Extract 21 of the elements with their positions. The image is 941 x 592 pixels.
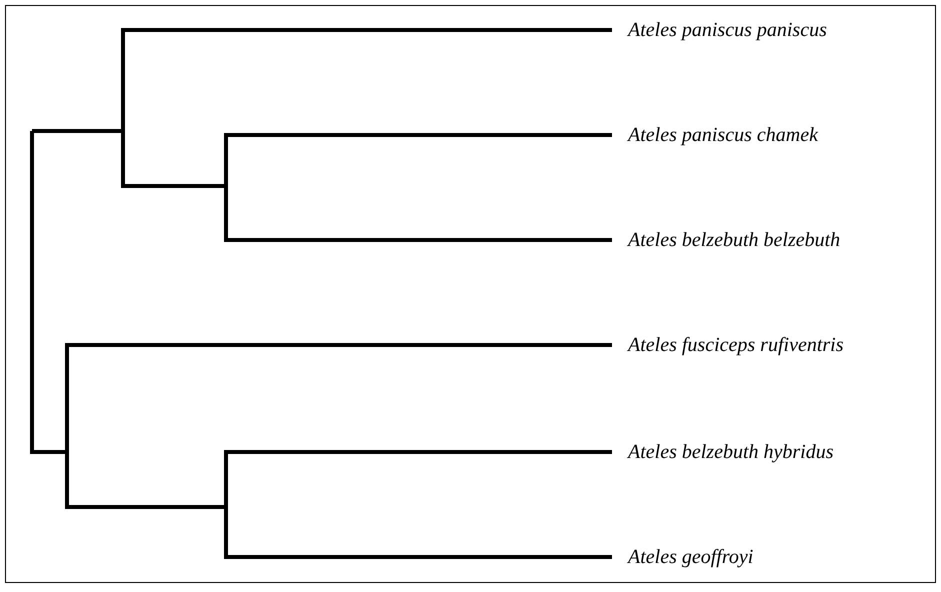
species-name: Ateles paniscus paniscus [612,16,827,44]
branch-line [67,505,224,509]
branch-line [226,133,612,137]
branch-line [123,184,224,188]
branch-line [123,28,612,32]
clade-bar [65,343,69,509]
branch-line [32,450,65,454]
branch-line [226,450,612,454]
species-name: Ateles paniscus chamek [612,121,818,149]
clade-bar [121,28,125,188]
species-name: Ateles fusciceps rufiventris [612,331,844,359]
branch-line [226,238,612,242]
branch-line [226,555,612,559]
clade-bar [224,450,228,559]
species-name: Ateles belzebuth belzebuth [612,226,840,254]
species-name: Ateles belzebuth hybridus [612,438,834,466]
branch-line [32,129,121,133]
species-name: Ateles geoffroyi [612,543,754,571]
clade-bar [224,133,228,242]
branch-line [67,343,612,347]
clade-bar [30,131,34,454]
